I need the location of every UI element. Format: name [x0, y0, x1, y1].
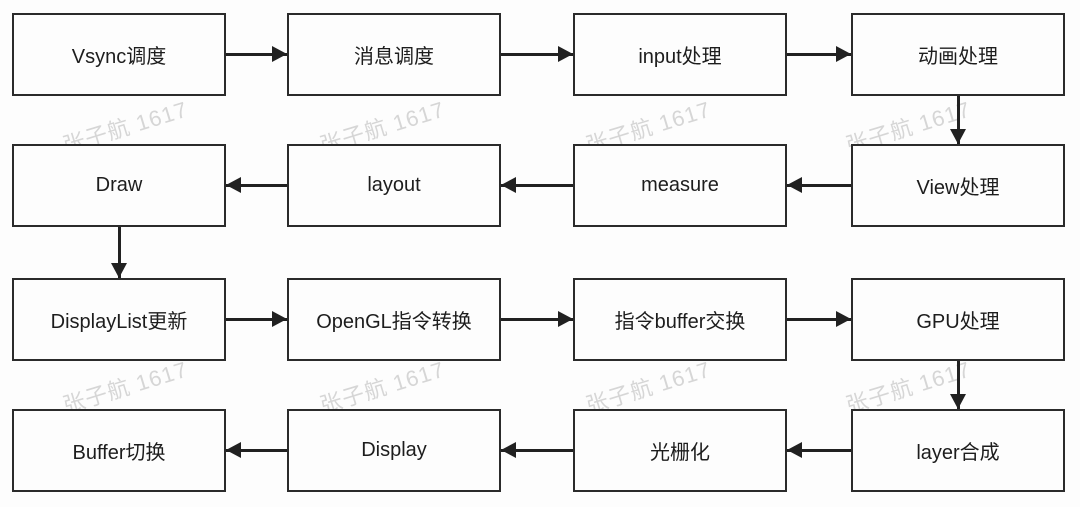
node-gpu-processing: GPU处理 — [851, 278, 1065, 361]
arrow-measure-to-layout — [501, 184, 573, 187]
node-draw: Draw — [12, 144, 226, 227]
node-buffer-swap: Buffer切换 — [12, 409, 226, 492]
node-view-processing: View处理 — [851, 144, 1065, 227]
node-displaylist-update: DisplayList更新 — [12, 278, 226, 361]
node-layout: layout — [287, 144, 501, 227]
arrow-layout-to-draw — [226, 184, 287, 187]
arrow-view-to-measure — [787, 184, 851, 187]
arrow-message-to-input — [501, 53, 573, 56]
arrow-animation-to-view — [957, 96, 960, 144]
arrow-input-to-animation — [787, 53, 851, 56]
arrow-vsync-to-message — [226, 53, 287, 56]
node-animation-processing: 动画处理 — [851, 13, 1065, 96]
node-input-processing: input处理 — [573, 13, 787, 96]
node-vsync-scheduling: Vsync调度 — [12, 13, 226, 96]
node-measure: measure — [573, 144, 787, 227]
node-rasterize: 光栅化 — [573, 409, 787, 492]
node-opengl-command-convert: OpenGL指令转换 — [287, 278, 501, 361]
arrow-displaylist-to-opengl — [226, 318, 287, 321]
node-message-scheduling: 消息调度 — [287, 13, 501, 96]
arrow-opengl-to-bufferswap — [501, 318, 573, 321]
arrow-bufferswap-to-gpu — [787, 318, 851, 321]
arrow-display-to-bufferswitch — [226, 449, 287, 452]
arrow-layer-to-rasterize — [787, 449, 851, 452]
arrow-gpu-to-layer — [957, 361, 960, 409]
node-layer-compose: layer合成 — [851, 409, 1065, 492]
node-display: Display — [287, 409, 501, 492]
arrow-draw-to-displaylist — [118, 227, 121, 278]
node-command-buffer-swap: 指令buffer交换 — [573, 278, 787, 361]
arrow-rasterize-to-display — [501, 449, 573, 452]
